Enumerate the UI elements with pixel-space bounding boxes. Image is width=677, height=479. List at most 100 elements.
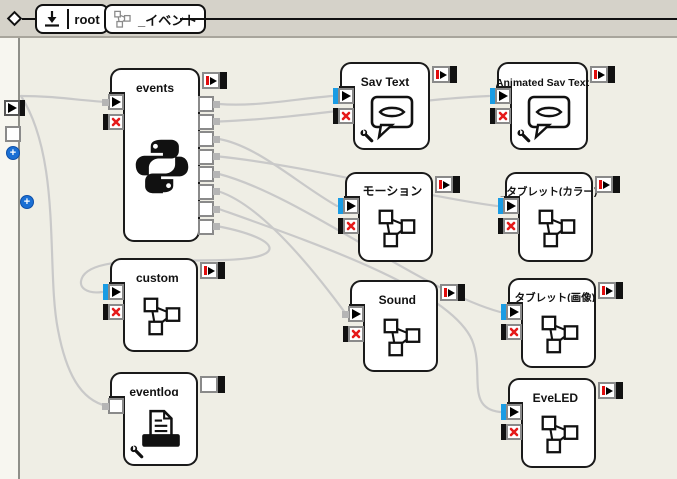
add-input-button[interactable]: + [6, 146, 20, 160]
input-play-port[interactable] [342, 306, 364, 322]
output-onstopped-port[interactable] [440, 284, 465, 301]
input-stop-port[interactable] [103, 304, 124, 320]
x-icon [506, 221, 516, 231]
play-icon [506, 201, 516, 211]
python-icon [135, 139, 188, 194]
x-icon [509, 427, 519, 437]
wrench-icon [130, 445, 144, 459]
output-port-1[interactable] [198, 96, 220, 112]
output-port-5[interactable] [198, 166, 220, 182]
play-icon [498, 91, 508, 101]
diagram-icon [143, 297, 180, 336]
box-motion[interactable]: _モーション [338, 172, 460, 262]
output-onstopped-port[interactable] [435, 176, 460, 193]
play-icon [209, 76, 217, 85]
output-port[interactable] [200, 376, 225, 393]
input-play-port[interactable] [501, 304, 522, 320]
play-icon [207, 266, 215, 275]
output-onstopped-port[interactable] [598, 282, 623, 299]
printer-icon [141, 409, 180, 447]
breadcrumb-root-label: root [74, 11, 100, 27]
wire[interactable] [217, 137, 339, 208]
wire[interactable] [217, 94, 334, 106]
input-stop-port[interactable] [333, 108, 354, 124]
x-icon [346, 221, 356, 231]
input-play-port[interactable] [102, 94, 124, 110]
box-custom[interactable]: _custom [103, 258, 225, 352]
input-stop-port[interactable] [490, 108, 511, 124]
wire[interactable] [19, 94, 109, 408]
box-title: _タブレット(画像) [508, 292, 596, 304]
play-icon [597, 70, 605, 79]
diagram-icon [541, 315, 578, 354]
output-port-2[interactable] [198, 113, 220, 130]
wrench-icon [360, 129, 374, 143]
wire[interactable] [19, 94, 108, 104]
box-title: _タブレット(カラー) [500, 186, 598, 198]
output-port-7[interactable] [198, 201, 220, 217]
wire[interactable] [217, 207, 502, 414]
box-animated-say-text[interactable]: Animated Say Text [490, 62, 615, 150]
box-title: events [135, 81, 175, 95]
root-level-icon [45, 11, 59, 27]
output-port-3[interactable] [198, 131, 220, 147]
box-eventlog[interactable]: eventlog [102, 372, 225, 466]
box-title: _EyeLED [525, 391, 579, 405]
input-stop-port[interactable] [501, 324, 522, 340]
breadcrumb-root-button[interactable]: root [35, 4, 109, 34]
output-port-6[interactable] [198, 183, 220, 200]
play-icon [509, 407, 519, 417]
play-icon [605, 386, 613, 395]
input-play-port[interactable] [498, 198, 519, 214]
x-icon [498, 111, 508, 121]
output-onstopped-port[interactable] [202, 72, 227, 89]
box-eye-led[interactable]: _EyeLED [501, 378, 623, 468]
play-icon [605, 286, 613, 295]
breadcrumb-bar: root _イベント [0, 0, 677, 38]
box-tablet-color[interactable]: _タブレット(カラー) [498, 172, 620, 262]
box-title: _custom [129, 271, 179, 285]
play-icon [442, 180, 450, 189]
output-onstopped-port[interactable] [598, 382, 623, 399]
play-icon [351, 309, 361, 319]
wire[interactable] [217, 190, 348, 316]
box-say-text[interactable]: Say Text [333, 62, 457, 150]
canvas-onstart-connector[interactable] [4, 100, 25, 116]
input-stop-port[interactable] [343, 326, 364, 342]
output-onstopped-port[interactable] [432, 66, 457, 83]
x-icon [509, 327, 519, 337]
output-onstopped-port[interactable] [595, 176, 620, 193]
add-input-button[interactable]: + [20, 195, 34, 209]
play-icon [509, 307, 519, 317]
output-onstopped-port[interactable] [200, 262, 225, 279]
diagram-icon [383, 318, 420, 357]
input-play-port[interactable] [103, 284, 124, 300]
input-port[interactable] [102, 398, 124, 414]
box-title: Say Text [360, 75, 410, 89]
input-play-port[interactable] [490, 88, 511, 104]
x-icon [111, 117, 121, 127]
input-stop-port[interactable] [501, 424, 522, 440]
speech-bubble-icon [527, 95, 571, 141]
play-icon [439, 70, 447, 79]
play-icon [346, 201, 356, 211]
play-icon [111, 97, 121, 107]
input-stop-port[interactable] [103, 114, 124, 130]
diagram-icon [114, 10, 131, 28]
canvas-input-connector[interactable] [5, 126, 21, 142]
input-play-port[interactable] [333, 88, 354, 104]
diagram-icon [538, 209, 575, 248]
input-play-port[interactable] [501, 404, 522, 420]
box-title: _Sound [372, 293, 416, 307]
input-stop-port[interactable] [338, 218, 359, 234]
input-stop-port[interactable] [498, 218, 519, 234]
box-events[interactable]: events [102, 68, 227, 242]
box-tablet-image[interactable]: _タブレット(画像) [501, 278, 623, 368]
play-icon [447, 288, 455, 297]
output-port-8[interactable] [198, 218, 220, 235]
breadcrumb-line [22, 18, 36, 21]
output-onstopped-port[interactable] [590, 66, 615, 83]
box-sound[interactable]: _Sound [342, 280, 465, 372]
input-play-port[interactable] [338, 198, 359, 214]
output-port-4[interactable] [198, 148, 220, 165]
